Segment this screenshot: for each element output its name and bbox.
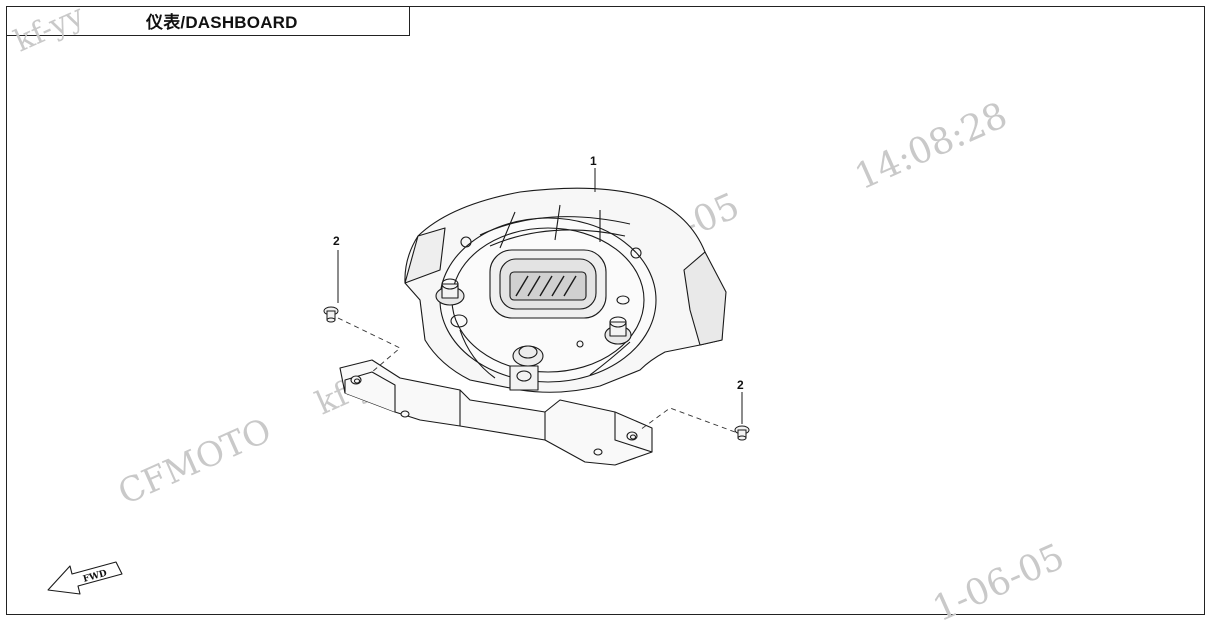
center-nut (509, 345, 544, 391)
screw-right (734, 425, 750, 441)
right-stud (604, 295, 632, 345)
callout-2-left: 2 (333, 234, 340, 248)
callout-2-right: 2 (737, 378, 744, 392)
page-title: 仪表/DASHBOARD (146, 13, 298, 32)
leader-lines (337, 168, 743, 424)
title-block: 仪表/DASHBOARD (6, 6, 410, 36)
watermark-user-top: kf-yy (9, 0, 89, 59)
mounting-bracket (339, 359, 653, 466)
assembly-lines (337, 317, 736, 433)
left-stud (435, 278, 468, 328)
watermark-date-bottom: 1-06-05 (927, 536, 1071, 622)
watermark-time: 14:08:28 (849, 95, 1013, 198)
screw-left (323, 306, 339, 323)
fwd-arrow-icon: FWD (47, 561, 123, 595)
dashboard-part (404, 187, 727, 393)
watermark-brand: CFMOTO (112, 410, 277, 513)
drawing-frame (6, 6, 1205, 615)
callout-1: 1 (590, 154, 597, 168)
